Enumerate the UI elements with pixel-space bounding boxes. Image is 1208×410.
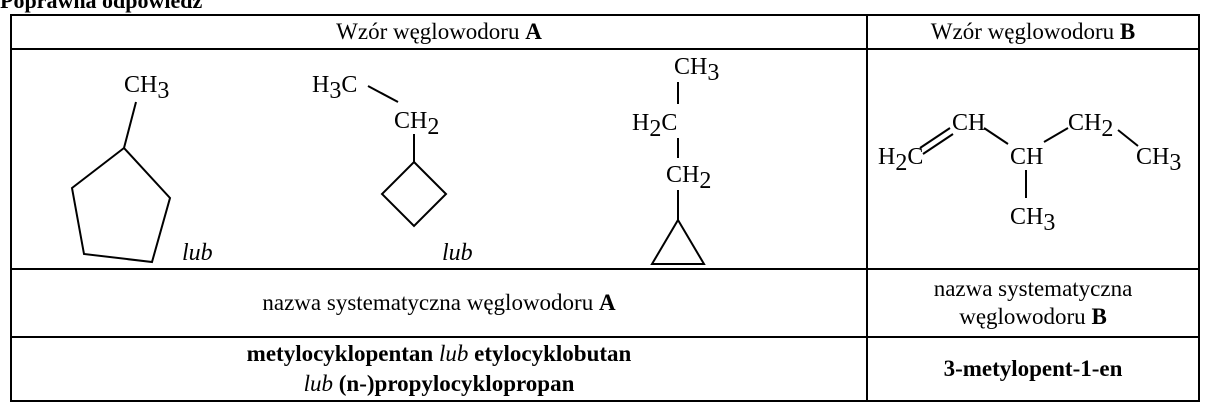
answer-a-or1: lub (438, 341, 469, 366)
ethylcyclobutane-structure: H3C CH2 lub (312, 72, 473, 266)
systematic-name-b-line1: nazwa systematyczna (933, 276, 1133, 302)
ch3-label-b1: CH3 (1136, 144, 1181, 176)
ch2-label-1: CH2 (394, 108, 439, 140)
double-bond-line-1 (919, 127, 951, 149)
h3c-label: H3C (312, 72, 357, 104)
systematic-name-b-line2: węglowodoru (959, 304, 1092, 329)
chain-bond-3 (1117, 129, 1139, 147)
structures-row: CH3 lub H3C CH2 lub CH (10, 48, 1200, 270)
methylcyclopentane-structure: CH3 lub (70, 72, 213, 266)
header-formula-a-text: Wzór węglowodoru (336, 19, 526, 45)
cyclopentane-ring (70, 101, 172, 264)
systematic-name-row: nazwa systematyczna węglowodoru A nazwa … (10, 268, 1200, 338)
or-label-1: lub (182, 240, 213, 266)
structures-a-cell: CH3 lub H3C CH2 lub CH (10, 48, 868, 270)
table-header-row: Wzór węglowodoru A Wzór węglowodoru B (10, 14, 1200, 50)
answer-b: 3-metylopent-1-en (866, 336, 1200, 402)
h2c-label: H2C (632, 110, 677, 142)
ch3-label-b2: CH3 (1010, 204, 1055, 236)
header-formula-a: Wzór węglowodoru A (10, 14, 868, 50)
propylcyclopropane-structure: CH3 H2C CH2 (632, 54, 719, 265)
answer-table: Wzór węglowodoru A Wzór węglowodoru B CH… (10, 14, 1200, 402)
or-label-2: lub (442, 240, 473, 266)
header-formula-a-letter: A (525, 19, 542, 45)
answer-a-or2: lub (303, 371, 334, 396)
methylpentene-structure: H2C CH CH CH2 CH3 CH3 (878, 110, 1181, 236)
header-formula-b-letter: B (1119, 19, 1136, 45)
cyclobutane-ring (380, 160, 448, 228)
answer-a-part3: (n-)propylocyklopropan (338, 371, 575, 396)
h2c-label-b: H2C (878, 144, 923, 176)
systematic-name-a: nazwa systematyczna węglowodoru A (10, 268, 868, 338)
ch-label-2: CH (1010, 144, 1043, 170)
chain-bond-2 (1043, 127, 1069, 143)
answer-heading: Poprawna odpowiedź (0, 0, 203, 13)
ch2-label-b: CH2 (1068, 110, 1113, 142)
answer-a-part2: etylocyklobutan (474, 341, 632, 366)
systematic-name-a-text: nazwa systematyczna węglowodoru (262, 290, 599, 316)
header-formula-b-text: Wzór węglowodoru (930, 19, 1120, 45)
header-formula-b: Wzór węglowodoru B (866, 14, 1200, 50)
double-bond-line-2 (922, 133, 954, 155)
ch3-label: CH3 (124, 72, 169, 104)
systematic-name-a-letter: A (598, 290, 616, 316)
ch-label-1: CH (952, 110, 985, 136)
structures-b-diagram: H2C CH CH CH2 CH3 CH3 (878, 110, 1181, 236)
structures-a-diagram: CH3 lub H3C CH2 lub CH (70, 54, 719, 266)
ch2-label-2: CH2 (666, 162, 711, 194)
answer-a-part1: metylocyklopentan (246, 341, 434, 366)
systematic-name-b-letter: B (1091, 304, 1107, 329)
cyclopropane-ring (650, 218, 706, 265)
chain-bond-1 (983, 127, 1009, 145)
ch3-label-2: CH3 (674, 54, 719, 86)
ethyl-bond (367, 85, 399, 103)
structures-b-cell: H2C CH CH CH2 CH3 CH3 (866, 48, 1200, 270)
